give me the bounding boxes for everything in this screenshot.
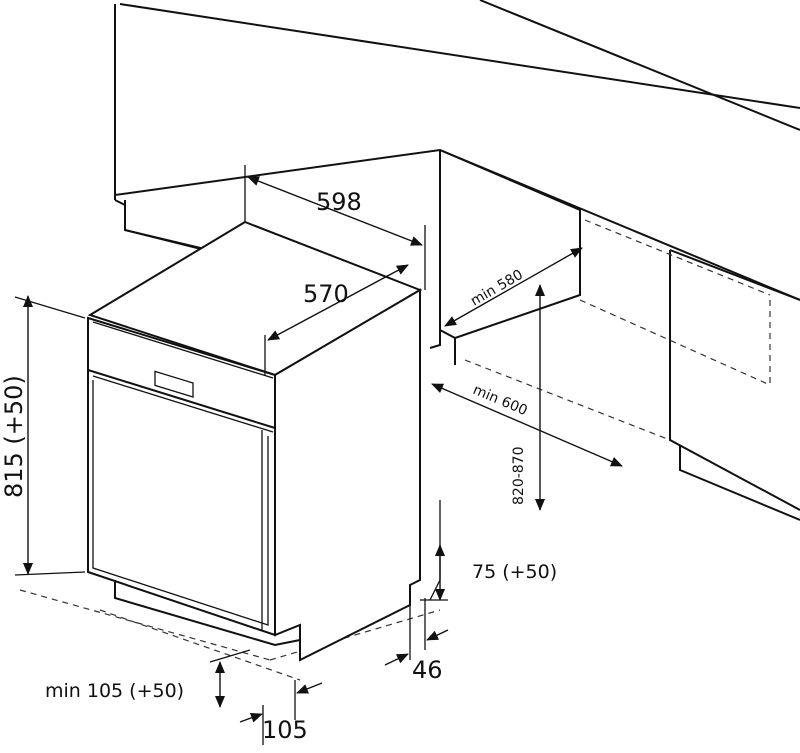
niche-back-panel bbox=[429, 149, 581, 365]
dim-width-598 bbox=[244, 165, 426, 290]
display-window bbox=[154, 370, 194, 398]
dim-height-815 bbox=[14, 295, 86, 576]
door-edge bbox=[92, 380, 269, 626]
label-105: 105 bbox=[262, 716, 308, 744]
label-570: 570 bbox=[303, 280, 349, 308]
label-46: 46 bbox=[412, 656, 443, 684]
toe-kick bbox=[114, 580, 301, 660]
label-820-870: 820-870 bbox=[511, 447, 527, 506]
control-panel-bottom bbox=[87, 369, 276, 429]
countertop bbox=[114, 0, 800, 330]
label-min-580: min 580 bbox=[468, 267, 526, 310]
dishwasher-front bbox=[87, 316, 276, 637]
label-815: 815 (+50) bbox=[0, 375, 28, 498]
dim-depth-570 bbox=[264, 264, 409, 375]
right-cabinet bbox=[669, 249, 800, 521]
dim-niche-width bbox=[431, 383, 623, 467]
label-min-105: min 105 (+50) bbox=[45, 680, 184, 702]
dim-niche-depth bbox=[444, 247, 583, 327]
dim-kick-front bbox=[239, 680, 323, 745]
label-598: 598 bbox=[316, 188, 362, 216]
dishwasher bbox=[87, 220, 423, 662]
label-75: 75 (+50) bbox=[472, 561, 557, 583]
dim-plinth-recess bbox=[384, 598, 449, 666]
dim-kick-depth bbox=[209, 649, 251, 708]
dim-plinth-height bbox=[420, 500, 448, 601]
